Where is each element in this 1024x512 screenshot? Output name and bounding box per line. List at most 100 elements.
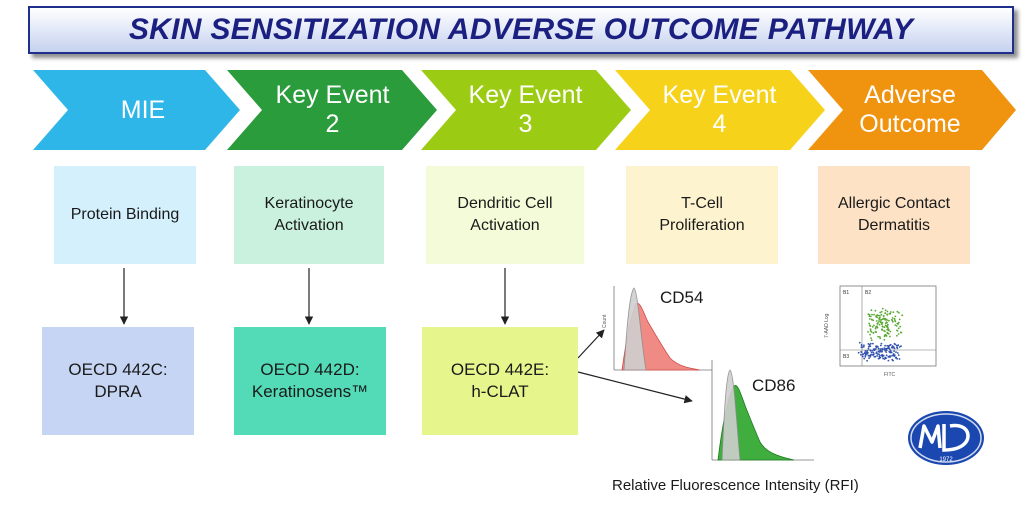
cd86-histogram xyxy=(711,360,814,461)
scatter-dot xyxy=(894,320,897,323)
scatter-dot xyxy=(869,345,871,348)
scatter-dot xyxy=(883,326,886,329)
arrow-to-cd54 xyxy=(577,329,605,359)
event-box-t-cell-proliferation: T-Cell Proliferation xyxy=(626,166,778,264)
scatter-dot xyxy=(880,318,883,321)
scatter-dot xyxy=(894,343,897,346)
gate-label-b2: B2 xyxy=(865,290,871,296)
scatter-dot xyxy=(900,345,902,347)
scatter-dot xyxy=(885,322,887,325)
scatter-dot xyxy=(869,355,872,358)
scatter-dot xyxy=(893,317,896,320)
scatter-dot xyxy=(882,317,885,320)
scatter-dot xyxy=(888,344,891,347)
scatter-dot xyxy=(879,311,882,314)
scatter-dot xyxy=(885,334,887,337)
scatter-dot xyxy=(895,325,898,327)
scatter-dot xyxy=(891,318,893,321)
scatter-dot xyxy=(873,348,875,350)
scatter-dot xyxy=(896,352,899,354)
scatter-dot xyxy=(898,358,901,360)
scatter-dot xyxy=(872,351,875,354)
scatter-dot xyxy=(887,332,890,335)
cd54-y-axis-label: Count xyxy=(602,314,608,328)
scatter-dot xyxy=(879,320,882,322)
chevron-key-event-2 xyxy=(227,70,437,150)
scatter-dot xyxy=(874,330,877,333)
scatter-dot xyxy=(887,347,890,349)
stage-label-key-event-2: Key Event 2 xyxy=(275,81,390,138)
gate-label-b1: B1 xyxy=(843,290,849,296)
gate-label-b3: B3 xyxy=(843,354,849,360)
scatter-dot xyxy=(885,318,888,321)
scatter-dot xyxy=(867,347,870,350)
scatter-dot xyxy=(868,322,870,325)
scatter-dot xyxy=(879,337,882,340)
scatter-dot xyxy=(883,338,886,341)
scatter-dot xyxy=(880,313,883,316)
scatter-dot xyxy=(870,309,873,312)
event-box-dendritic-cell-activation: Dendritic Cell Activation xyxy=(426,166,584,264)
scatter-dot xyxy=(889,330,892,333)
scatter-dot xyxy=(892,353,895,356)
scatter-dot xyxy=(876,323,879,325)
scatter-dot xyxy=(864,350,867,352)
scatter-dot xyxy=(865,352,867,355)
scatter-dot xyxy=(882,315,885,318)
scatter-dot xyxy=(869,333,871,336)
scatter-dot xyxy=(887,359,890,362)
scatter-dot xyxy=(880,342,883,345)
scatter-dot xyxy=(894,315,897,318)
scatter-dot xyxy=(889,335,891,338)
scatter-dot xyxy=(877,346,879,348)
scatter-dot xyxy=(875,352,878,355)
scatter-dot xyxy=(876,353,879,355)
scatter-dot xyxy=(892,311,895,314)
scatter-dot xyxy=(877,350,880,353)
scatter-dot xyxy=(876,325,878,328)
chevron-mie xyxy=(33,70,240,150)
scatter-dot xyxy=(886,328,889,331)
scatter-dot xyxy=(887,326,889,329)
scatter-dot xyxy=(876,316,878,319)
scatter-dot xyxy=(881,348,884,351)
scatter-dot xyxy=(881,323,883,326)
scatter-dot xyxy=(871,325,874,328)
scatter-dot xyxy=(874,348,877,351)
scatter-dot xyxy=(881,328,883,331)
cd54-histogram: Count xyxy=(602,286,712,371)
company-logo: 1972 xyxy=(908,411,984,465)
scatter-dot xyxy=(890,351,892,353)
scatter-dot xyxy=(880,321,882,324)
scatter-dot xyxy=(864,355,867,358)
scatter-dot xyxy=(869,328,872,330)
scatter-dot xyxy=(891,345,894,348)
scatter-dot xyxy=(889,356,891,358)
scatter-dot xyxy=(889,312,892,315)
scatter-dot xyxy=(893,350,895,352)
scatter-dot xyxy=(878,336,881,338)
scatter-dot xyxy=(881,307,884,310)
assay-box-keratinosens: OECD 442D: Keratinosens™ xyxy=(234,327,386,435)
scatter-dot xyxy=(879,354,881,357)
scatter-points-blue xyxy=(857,341,902,362)
scatter-dot xyxy=(894,319,896,321)
logo-year: 1972 xyxy=(939,457,953,463)
scatter-dot xyxy=(895,344,898,347)
scatter-dot xyxy=(868,313,871,316)
scatter-dot xyxy=(879,348,882,350)
scatter-dot xyxy=(883,347,886,349)
scatter-dot xyxy=(869,318,871,320)
scatter-y-axis-label: 7-AAD Log xyxy=(824,313,830,338)
scatter-dot xyxy=(896,357,898,360)
scatter-dot xyxy=(871,313,873,316)
stage-label-key-event-3: Key Event 3 xyxy=(468,81,583,138)
scatter-dot xyxy=(868,357,870,359)
scatter-dot xyxy=(872,342,874,345)
scatter-dot xyxy=(876,314,879,317)
scatter-dot xyxy=(884,330,886,333)
chevron-key-event-3 xyxy=(421,70,631,150)
scatter-dot xyxy=(869,315,872,318)
chevron-adverse-outcome xyxy=(808,70,1016,150)
scatter-dot xyxy=(884,324,887,327)
